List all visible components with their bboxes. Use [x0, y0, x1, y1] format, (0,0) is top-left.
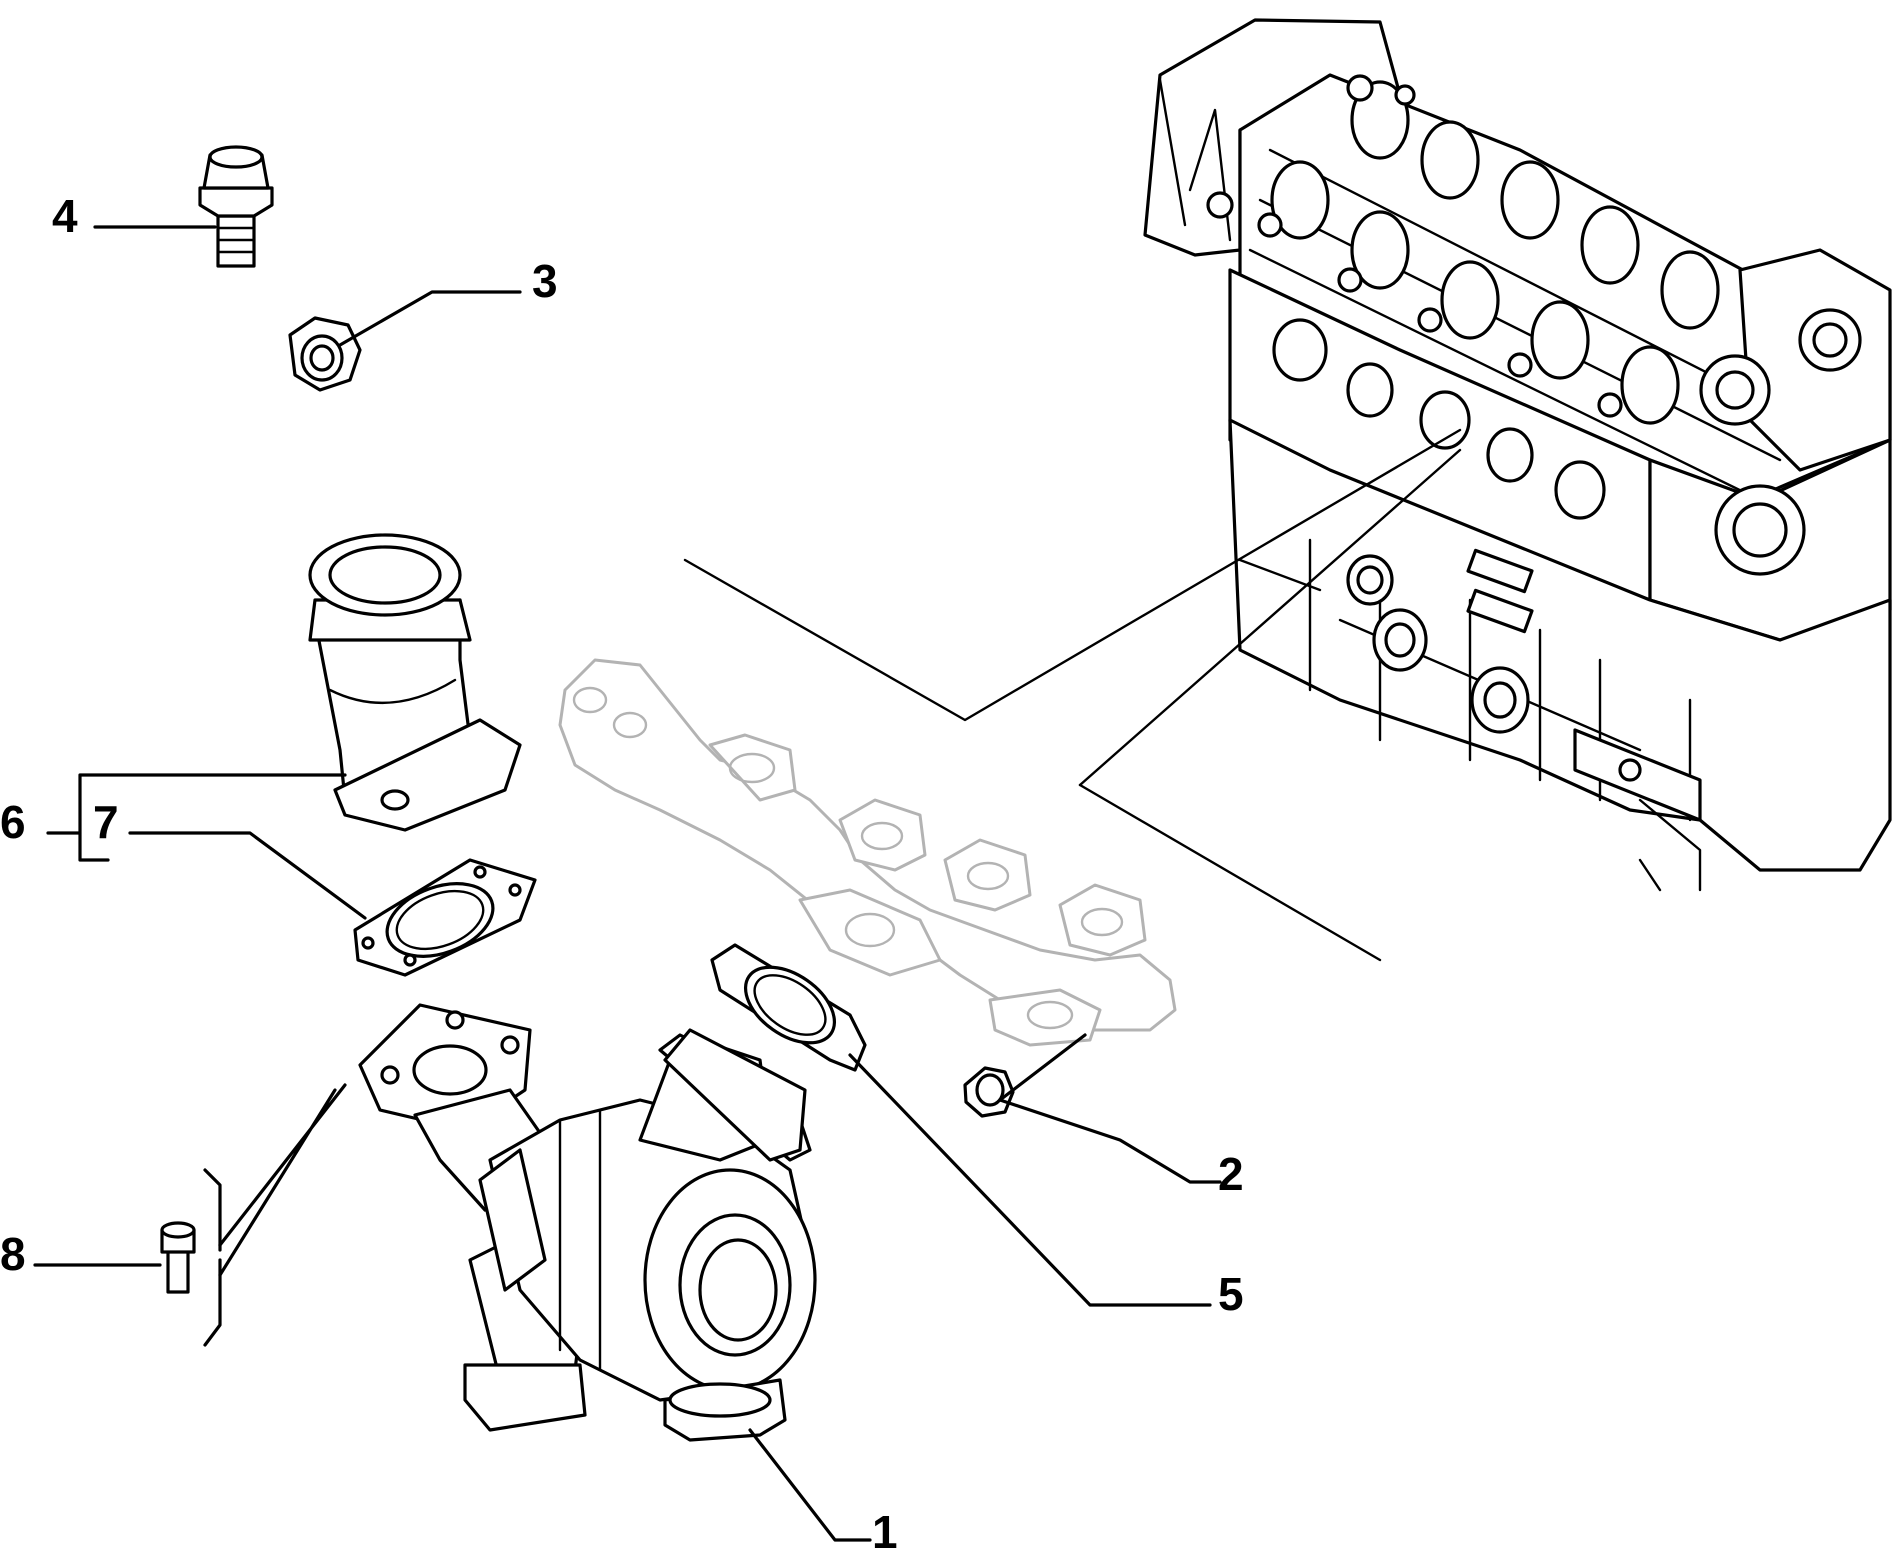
callout-3: 3 — [532, 255, 558, 307]
callout-5: 5 — [1218, 1268, 1244, 1320]
callout-4: 4 — [52, 190, 78, 242]
callout-8: 8 — [0, 1228, 26, 1280]
projection-lines — [683, 428, 1462, 962]
turbocharger-part-1 — [358, 1003, 817, 1442]
callout-6: 6 — [0, 796, 26, 848]
callout-7: 7 — [93, 796, 119, 848]
engine-block-illustration — [1143, 18, 1892, 892]
callout-2: 2 — [1218, 1148, 1244, 1200]
nut-part-3 — [288, 316, 362, 392]
bolt-part-4 — [198, 145, 274, 268]
callout-labels: 4 3 6 7 2 5 1 8 — [0, 190, 1244, 1552]
intake-elbow-part-6 — [308, 533, 522, 832]
nut-part-2 — [963, 1066, 1015, 1118]
gasket-part-7 — [353, 858, 537, 977]
leader-lines — [33, 225, 1222, 1542]
screw-part-8 — [160, 1221, 196, 1294]
exhaust-manifold-ghost — [558, 658, 1177, 1047]
callout-1: 1 — [872, 1506, 898, 1552]
gasket-part-5 — [710, 943, 867, 1072]
